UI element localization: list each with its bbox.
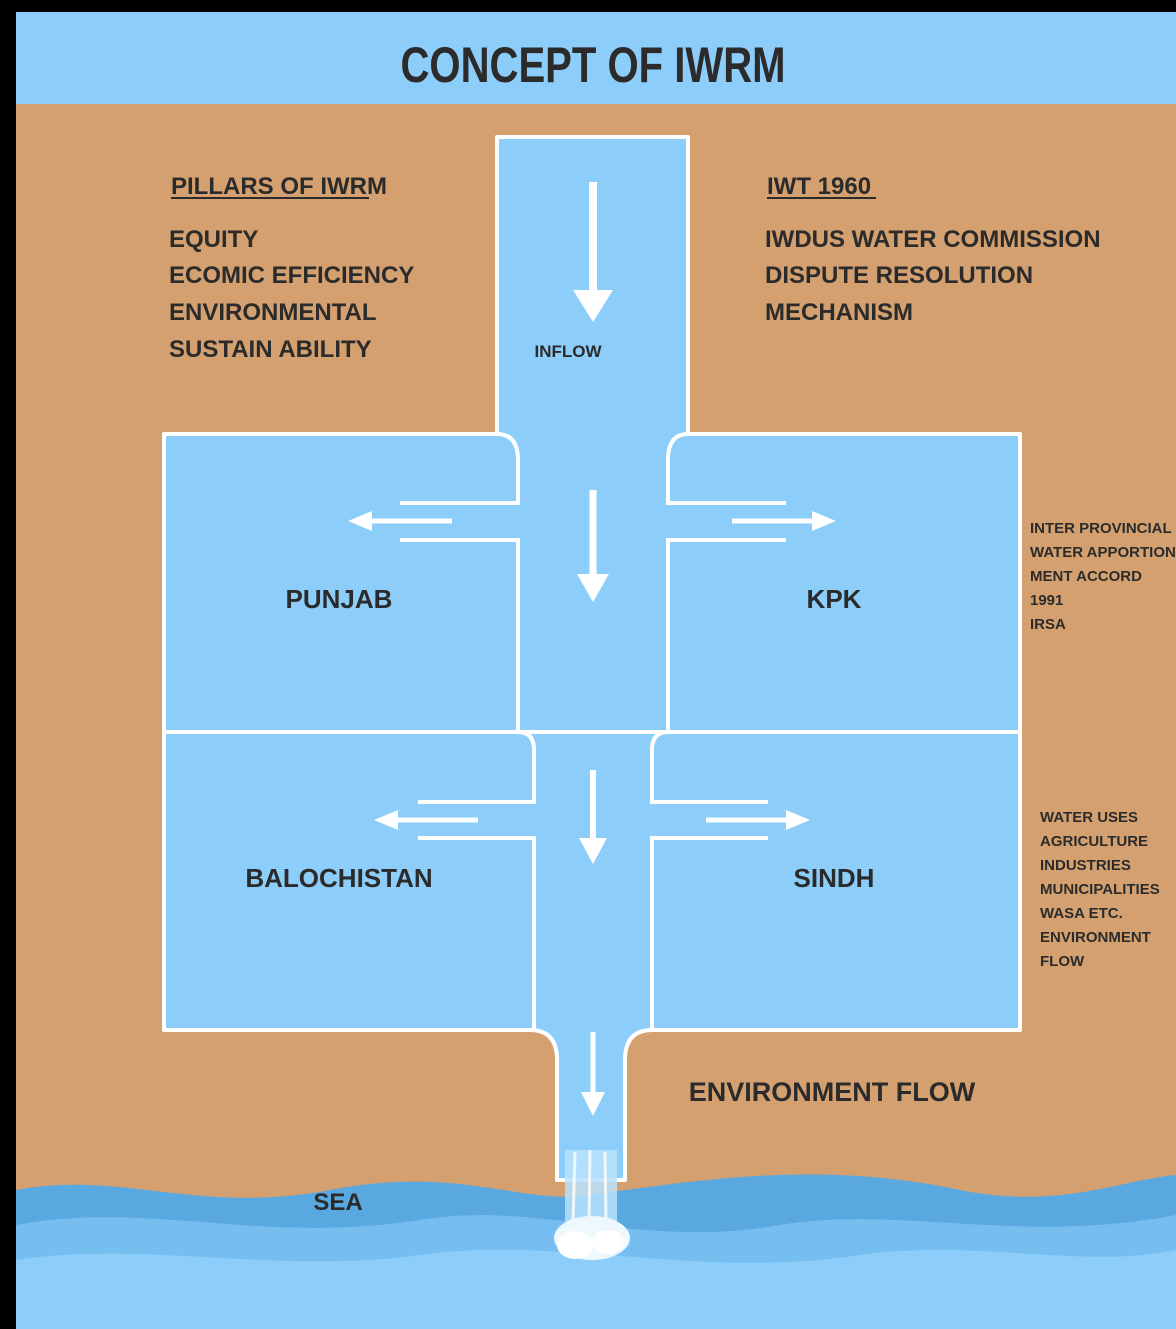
province-balochistan: BALOCHISTAN: [245, 863, 432, 893]
water-uses-line: WATER USES: [1040, 809, 1138, 826]
accord-note-line: INTER PROVINCIAL: [1030, 520, 1172, 537]
water-uses-line: AGRICULTURE: [1040, 833, 1148, 850]
page-title: CONCEPT OF IWRM: [401, 37, 786, 93]
iwt-item: DISPUTE RESOLUTION: [765, 262, 1033, 289]
environment-flow-label: ENVIRONMENT FLOW: [689, 1077, 976, 1107]
province-kpk: KPK: [807, 584, 862, 614]
iwt-item: MECHANISM: [765, 299, 913, 326]
sea-wave-front: [16, 1250, 1176, 1329]
water-uses-line: MUNICIPALITIES: [1040, 881, 1160, 898]
pillar-item: ECOMIC EFFICIENCY: [169, 262, 414, 289]
accord-note-line: WATER APPORTION: [1030, 544, 1176, 561]
water-uses-line: FLOW: [1040, 953, 1085, 970]
sea-label: SEA: [313, 1189, 362, 1216]
accord-note-line: IRSA: [1030, 616, 1066, 633]
accord-note-line: 1991: [1030, 592, 1063, 609]
province-punjab: PUNJAB: [286, 584, 393, 614]
pillars-heading: PILLARS OF IWRM: [171, 173, 387, 200]
accord-note-line: MENT ACCORD: [1030, 568, 1142, 585]
pillar-item: EQUITY: [169, 226, 258, 253]
province-sindh: SINDH: [794, 863, 875, 893]
water-uses-line: INDUSTRIES: [1040, 857, 1131, 874]
inflow-label: INFLOW: [534, 342, 602, 361]
iwt-item: IWDUS WATER COMMISSION: [765, 226, 1101, 253]
water-uses-line: ENVIRONMENT: [1040, 929, 1151, 946]
water-uses-line: WASA ETC.: [1040, 905, 1123, 922]
iwt-heading: IWT 1960: [767, 173, 871, 200]
pillar-item: SUSTAIN ABILITY: [169, 336, 372, 363]
pillar-item: ENVIRONMENTAL: [169, 299, 377, 326]
